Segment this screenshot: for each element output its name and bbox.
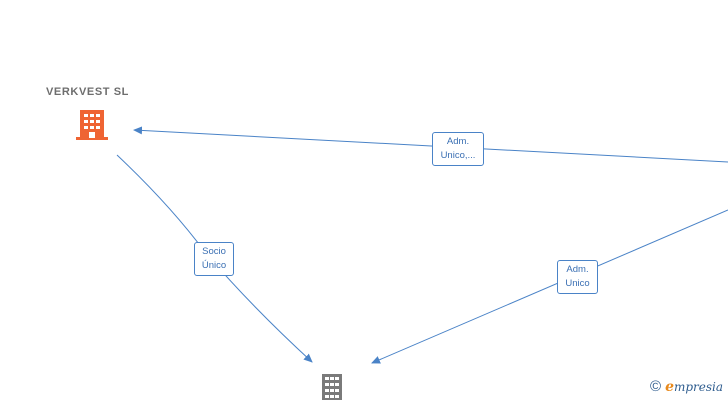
edge-adm-unico-bottom [371,209,728,364]
edge-label-line: Unico [565,278,590,289]
edge-label-line: Unico,... [440,150,476,161]
building-icon[interactable] [322,374,342,400]
edge-adm-unico-top [133,126,728,163]
copyright-icon: © [650,378,662,395]
empresia-logo-e: e [665,379,674,395]
company-name-label[interactable]: VERKVEST SL [46,86,130,98]
building-icon[interactable] [76,110,108,140]
edge-label-line: Socio [202,246,226,257]
empresia-watermark: ©empresia [650,378,723,395]
empresia-brand: mpresia [673,380,724,394]
edge-label-line: Adm. [446,136,470,147]
edge-label-socio-unico[interactable]: Socio Único [194,242,234,276]
edge-label-line: Único [201,260,227,271]
edge-label-adm-unico-bottom[interactable]: Adm. Unico [557,260,598,294]
edge-label-adm-unico[interactable]: Adm. Unico,... [432,132,484,166]
edge-label-line: Adm. [566,264,589,275]
